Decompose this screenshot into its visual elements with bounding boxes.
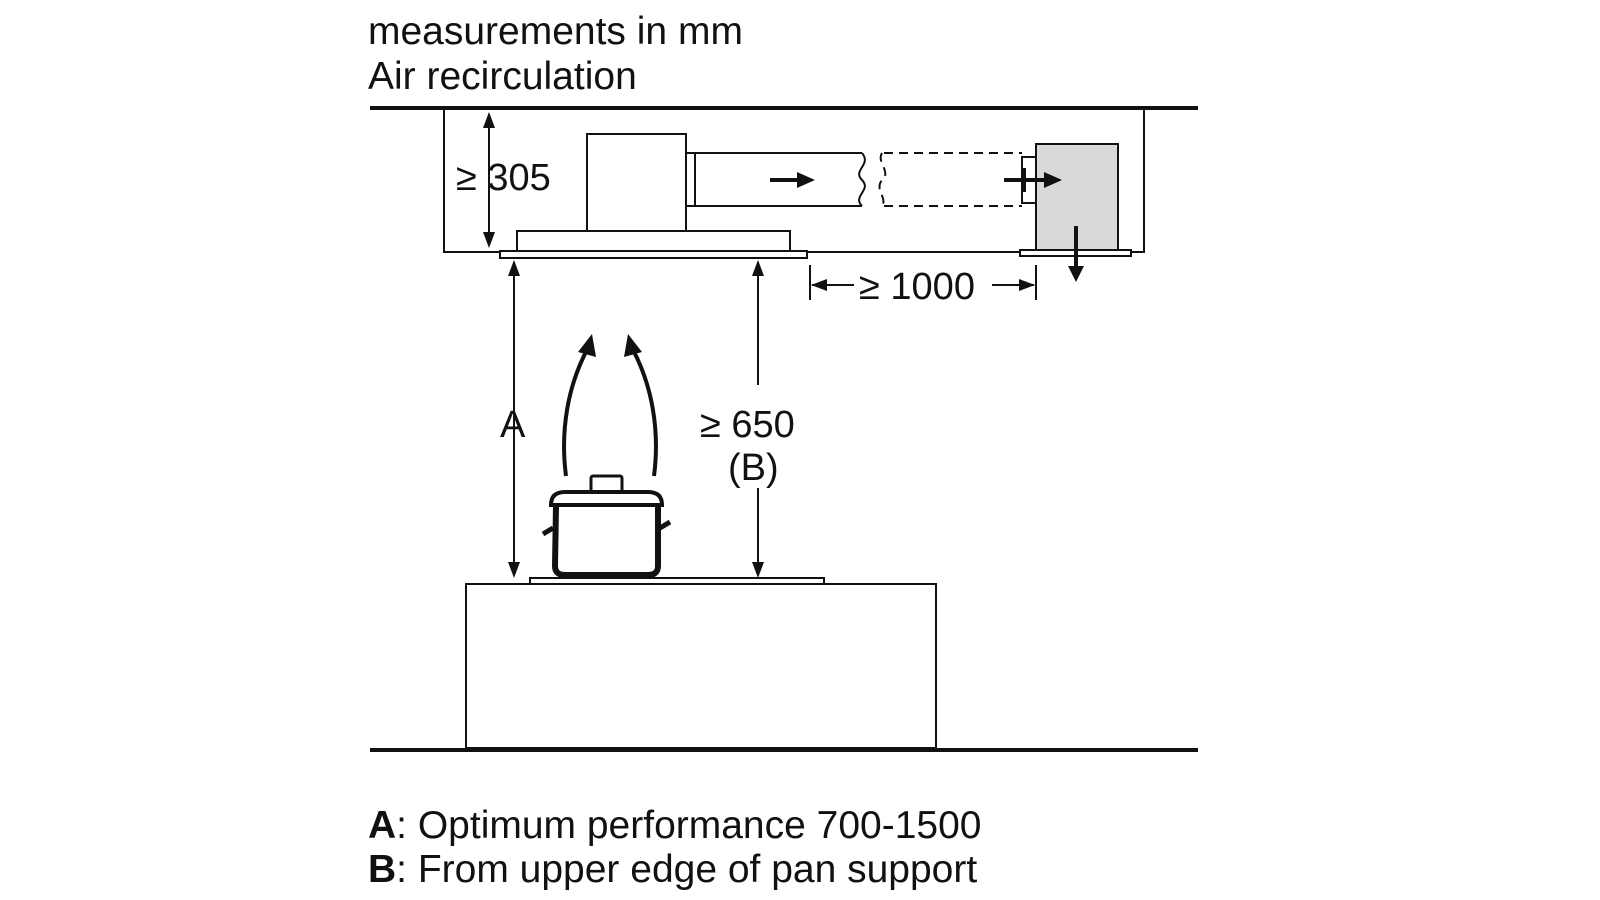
pot-icon — [541, 474, 672, 578]
dimension-a-label: A — [500, 404, 526, 446]
airflow-arrows — [562, 168, 1078, 477]
legend-item-a: A: Optimum performance 700-1500 — [368, 806, 981, 845]
min-height-ref-label: (B) — [728, 447, 779, 489]
min-height-label: ≥ 650 — [700, 404, 795, 446]
legend-key: B — [368, 848, 397, 891]
duct-break — [858, 152, 866, 207]
legend-item-b: B: From upper edge of pan support — [368, 850, 977, 889]
duct-distance-label: ≥ 1000 — [859, 266, 975, 308]
legend-key: A — [368, 804, 397, 847]
legend-text: : From upper edge of pan support — [396, 848, 978, 891]
hood-motor-box — [586, 133, 687, 232]
airflow-arrowheads — [578, 172, 1084, 357]
duct-dashed — [878, 152, 1022, 207]
units-note: measurements in mm — [368, 10, 743, 53]
hood-body — [516, 230, 791, 252]
hood-height-label: ≥ 305 — [456, 157, 551, 199]
legend-text: : Optimum performance 700-1500 — [396, 804, 982, 847]
mode-title: Air recirculation — [368, 55, 637, 98]
hood-plate — [499, 250, 808, 259]
duct — [685, 152, 696, 207]
dimension-arrowheads — [483, 112, 1035, 578]
cabinet — [465, 583, 937, 749]
